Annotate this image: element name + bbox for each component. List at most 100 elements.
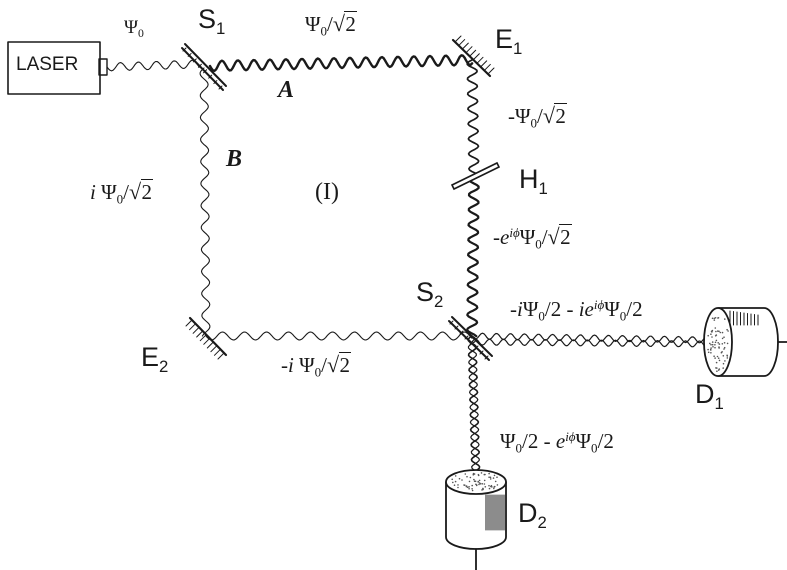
sensor-dot [477,473,480,476]
beam-path-b-bottom [205,331,473,341]
hatch-mark [459,330,464,335]
sensor-dot [489,476,492,479]
sensor-dot [493,487,495,490]
sensor-dot [471,484,474,487]
sensor-dot [709,342,711,345]
sensor-dot [715,361,718,364]
hatch-mark [474,345,479,350]
sensor-dot [461,479,463,481]
amp-to-d1: -iΨ0/2 - ieiϕΨ0/2 [510,297,643,324]
sensor-dot [491,486,493,488]
sensor-dot [453,484,456,487]
sensor-dot [714,346,716,349]
beam-to-d1-b [471,338,709,348]
sensor-dot [722,355,725,357]
sensor-dot [723,342,726,344]
sensor-dot [718,330,720,333]
sensor-dot [723,346,726,349]
sensor-dot [478,479,481,482]
beam-splitter-s2 [448,316,493,361]
sensor-dot [718,368,721,370]
sensor-dot [715,330,717,333]
sensor-dot [452,481,454,484]
label-h1: H1 [519,164,548,198]
detector-d1 [703,307,787,377]
sensor-dot [724,318,726,320]
sensor-dot [710,347,712,349]
sensor-dot [723,336,725,339]
hatch-mark [483,63,491,71]
sensor-dot [711,343,714,346]
amp-path-b-bottom: -i Ψ0/√2 [281,351,351,380]
sensor-dot [488,484,490,487]
sensor-dot [721,343,724,345]
sensor-dot [488,487,491,490]
sensor-dot [714,317,717,319]
beam-path-b-left [199,67,211,337]
sensor-dot [482,488,484,491]
sensor-dot [480,472,483,474]
laser-box [7,41,101,95]
sensor-dot [473,478,475,481]
label-e2: E2 [141,342,169,376]
sensor-dot [719,331,722,334]
sensor-dot [711,341,714,343]
sensor-dot [464,473,467,475]
hatch-mark [461,42,469,50]
sensor-dot [711,336,713,338]
detector-d2 [445,469,507,570]
sensor-dot [714,357,716,359]
hatch-mark [189,323,197,331]
sensor-dot [488,472,490,475]
sensor-dot [451,478,454,481]
sensor-dot [718,359,721,362]
hatch-mark [479,350,484,355]
sensor-dot [454,475,457,477]
hatch-mark [464,335,469,340]
label-e1: E1 [495,24,523,58]
hatch-mark [203,69,208,74]
sensor-dot [726,355,729,357]
sensor-dot [478,482,481,484]
label-path-a: A [278,77,295,103]
amp-after-e1: -Ψ0/√2 [508,102,567,131]
sensor-dot [489,478,492,480]
sensor-dot [727,330,729,332]
sensor-dot [488,476,490,479]
hatch-mark [480,60,488,68]
amp-after-h1: -eiϕΨ0/√2 [493,224,572,252]
sensor-dot [471,488,473,490]
mirror-e1 [451,35,495,78]
sensor-dot [496,476,498,479]
sensor-dot [713,355,715,358]
laser-label: LASER [16,54,79,75]
hatch-mark [454,35,462,43]
sensor-dot [457,484,459,486]
sensor-dot [466,486,469,489]
amp-path-b: i Ψ0/√2 [90,178,153,207]
sensor-dot [464,484,466,487]
beam-path-a-right-lower [466,174,480,338]
hatch-mark [196,330,204,338]
hatch-mark [449,320,454,325]
label-s1: S1 [198,4,226,38]
sensor-dot [468,487,470,490]
hatch-mark [182,47,187,52]
sensor-dot [717,317,719,319]
sensor-dot [717,330,719,332]
sensor-dot [714,341,717,344]
sensor-dot [713,317,716,320]
sensor-dot [726,342,729,345]
sensor-dot [710,352,712,354]
beam-to-d2-b [467,335,481,481]
sensor-dot [484,486,487,488]
label-d1: D1 [695,379,724,413]
hatch-mark [484,355,489,360]
sensor-dot [717,342,719,344]
sensor-dot [716,367,718,369]
sensor-dot [714,344,716,346]
sensor-dot [723,348,725,350]
sensor-dot [716,370,718,373]
hatch-mark [476,56,484,64]
mirror-e2 [185,316,228,360]
